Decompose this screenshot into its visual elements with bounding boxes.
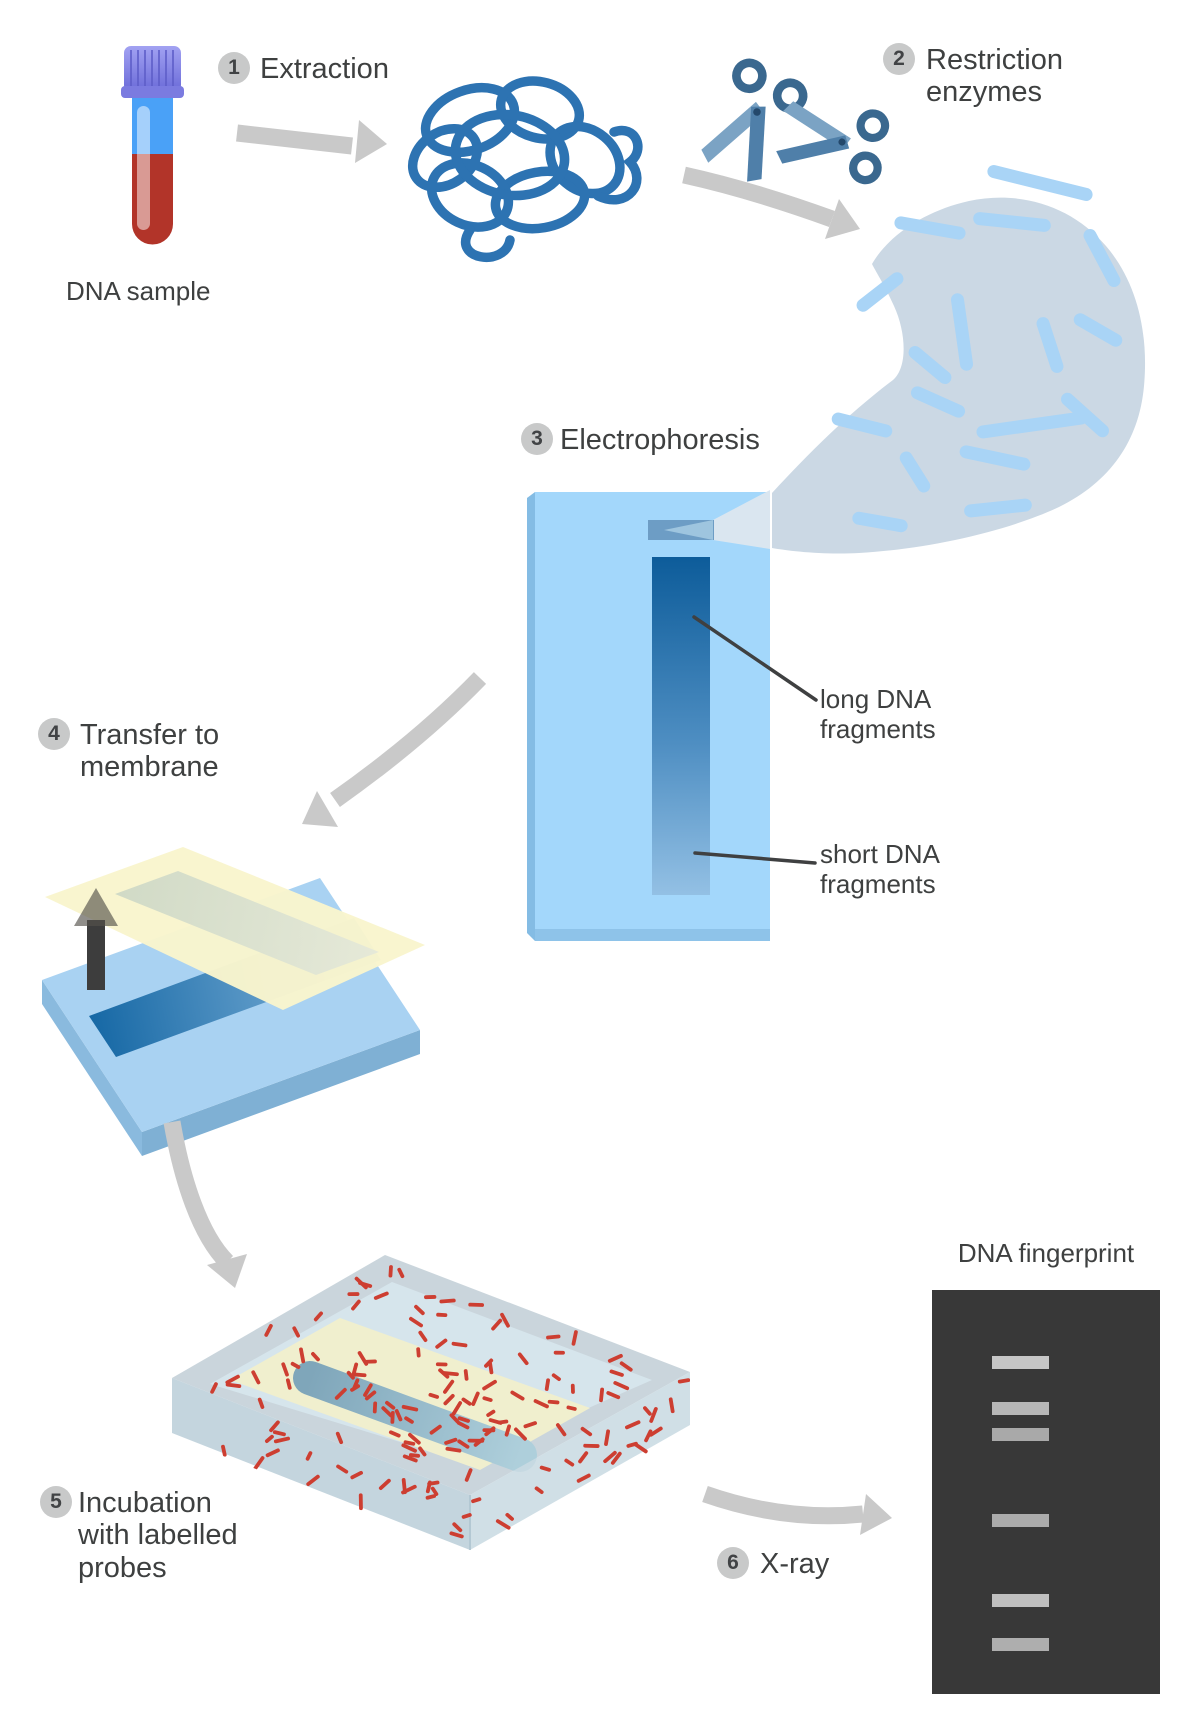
arrow-xray xyxy=(702,1485,892,1535)
arrow-to-incubation xyxy=(163,1120,247,1288)
test-tube-icon xyxy=(121,46,184,245)
arrow-to-transfer xyxy=(302,672,487,827)
step-badge-2: 2 xyxy=(883,43,915,75)
dna-sample-label: DNA sample xyxy=(66,276,211,306)
dna-tangle-icon xyxy=(407,76,643,262)
step-label-transfer-membrane: Transfer to membrane xyxy=(80,719,220,784)
gel-lane xyxy=(652,557,710,895)
electrophoresis-gel xyxy=(527,490,818,941)
xray-film xyxy=(932,1290,1160,1694)
step-badge-6: 6 xyxy=(717,1547,749,1579)
incubation-tray xyxy=(172,1255,690,1550)
long-fragments-label: long DNA fragments xyxy=(820,684,936,745)
step-label-incubation: Incubation with labelled probes xyxy=(78,1487,238,1584)
fingerprint-bands xyxy=(992,1356,1049,1651)
scissors-icon xyxy=(776,101,890,185)
step-label-electrophoresis: Electrophoresis xyxy=(560,424,760,456)
arrow-extraction xyxy=(236,120,387,163)
long-fragments-callout-line xyxy=(692,615,818,702)
membrane-sheet xyxy=(45,847,425,1010)
step-badge-5: 5 xyxy=(40,1486,72,1518)
step-badge-4: 4 xyxy=(38,718,70,750)
membrane-stripe xyxy=(115,871,379,975)
short-fragments-label: short DNA fragments xyxy=(820,839,940,900)
scissors-icon xyxy=(701,58,808,182)
step-label-restriction-enzymes: Restriction enzymes xyxy=(926,44,1063,109)
dna-fingerprint-title: DNA fingerprint xyxy=(957,1238,1135,1268)
cut-dna-fragments-blob xyxy=(772,165,1146,554)
flow-arrows xyxy=(163,120,892,1535)
step-label-xray: X-ray xyxy=(760,1548,830,1580)
step-label-extraction: Extraction xyxy=(260,53,389,85)
short-fragments-callout-line xyxy=(693,851,817,865)
transfer-up-arrow xyxy=(74,888,118,990)
fragment-stream xyxy=(713,490,770,549)
dna-fragments xyxy=(831,165,1123,533)
arrow-restriction xyxy=(682,166,860,239)
callout-lines xyxy=(692,615,818,865)
step-badge-3: 3 xyxy=(521,423,553,455)
step-badge-1: 1 xyxy=(218,52,250,84)
labelled-probes xyxy=(210,1265,690,1539)
